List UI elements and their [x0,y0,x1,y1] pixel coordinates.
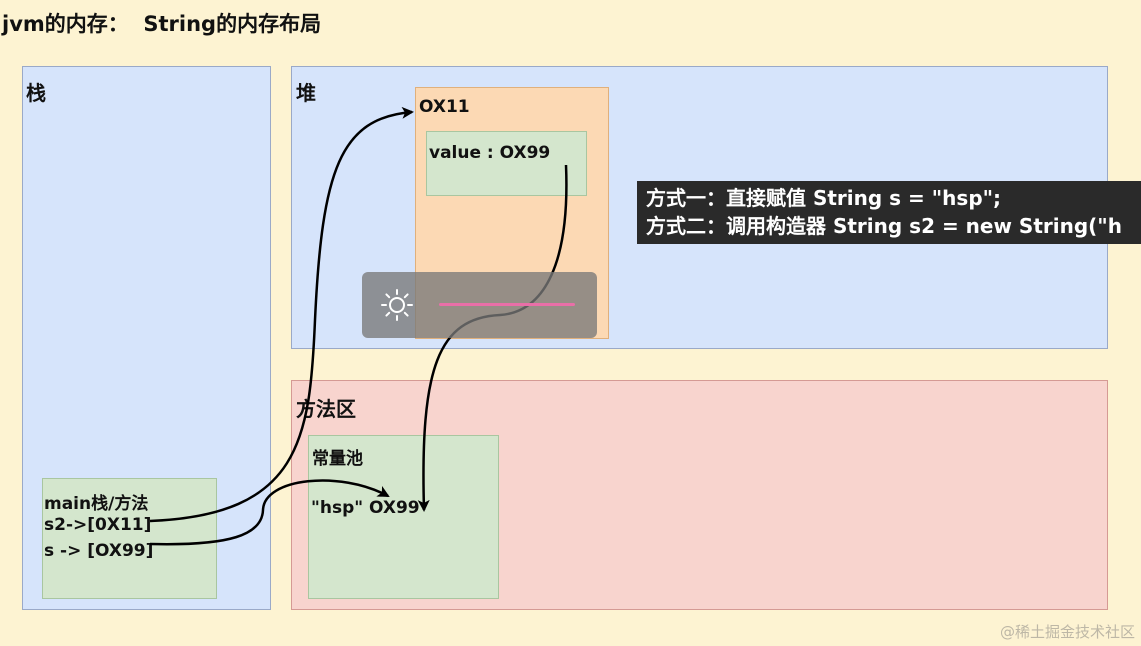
object-address: OX11 [419,97,470,117]
main-stack-frame: main栈/方法 s2->[0X11] s -> [OX99] [42,478,217,599]
brightness-overlay[interactable] [362,272,597,338]
subtitle-caption: 方式一：直接赋值 String s = "hsp"; 方式二：调用构造器 Str… [637,181,1141,244]
stack-label: 栈 [26,81,46,105]
caption-line-1: 方式一：直接赋值 String s = "hsp"; [646,186,1002,210]
arrow-s2-to-heap [149,106,414,523]
value-field: value : OX99 [429,143,551,163]
s2-reference: s2->[0X11] [44,515,152,535]
watermark: @稀土掘金技术社区 [999,623,1135,641]
heap-label: 堆 [296,81,316,105]
constant-pool-label: 常量池 [312,449,363,469]
main-frame-title: main栈/方法 [44,494,149,514]
caption-line-2: 方式二：调用构造器 String s2 = new String("h [646,214,1122,238]
value-field-box: value : OX99 [426,131,587,196]
constant-pool-entry: "hsp" OX99 [311,498,420,518]
sun-icon [381,289,413,321]
arrow-s-to-pool [149,479,390,546]
brightness-level-bar[interactable] [439,303,575,306]
diagram-title: jvm的内存： String的内存布局 [2,12,322,36]
s-reference: s -> [OX99] [44,541,154,561]
constant-pool: 常量池 "hsp" OX99 [308,435,499,599]
